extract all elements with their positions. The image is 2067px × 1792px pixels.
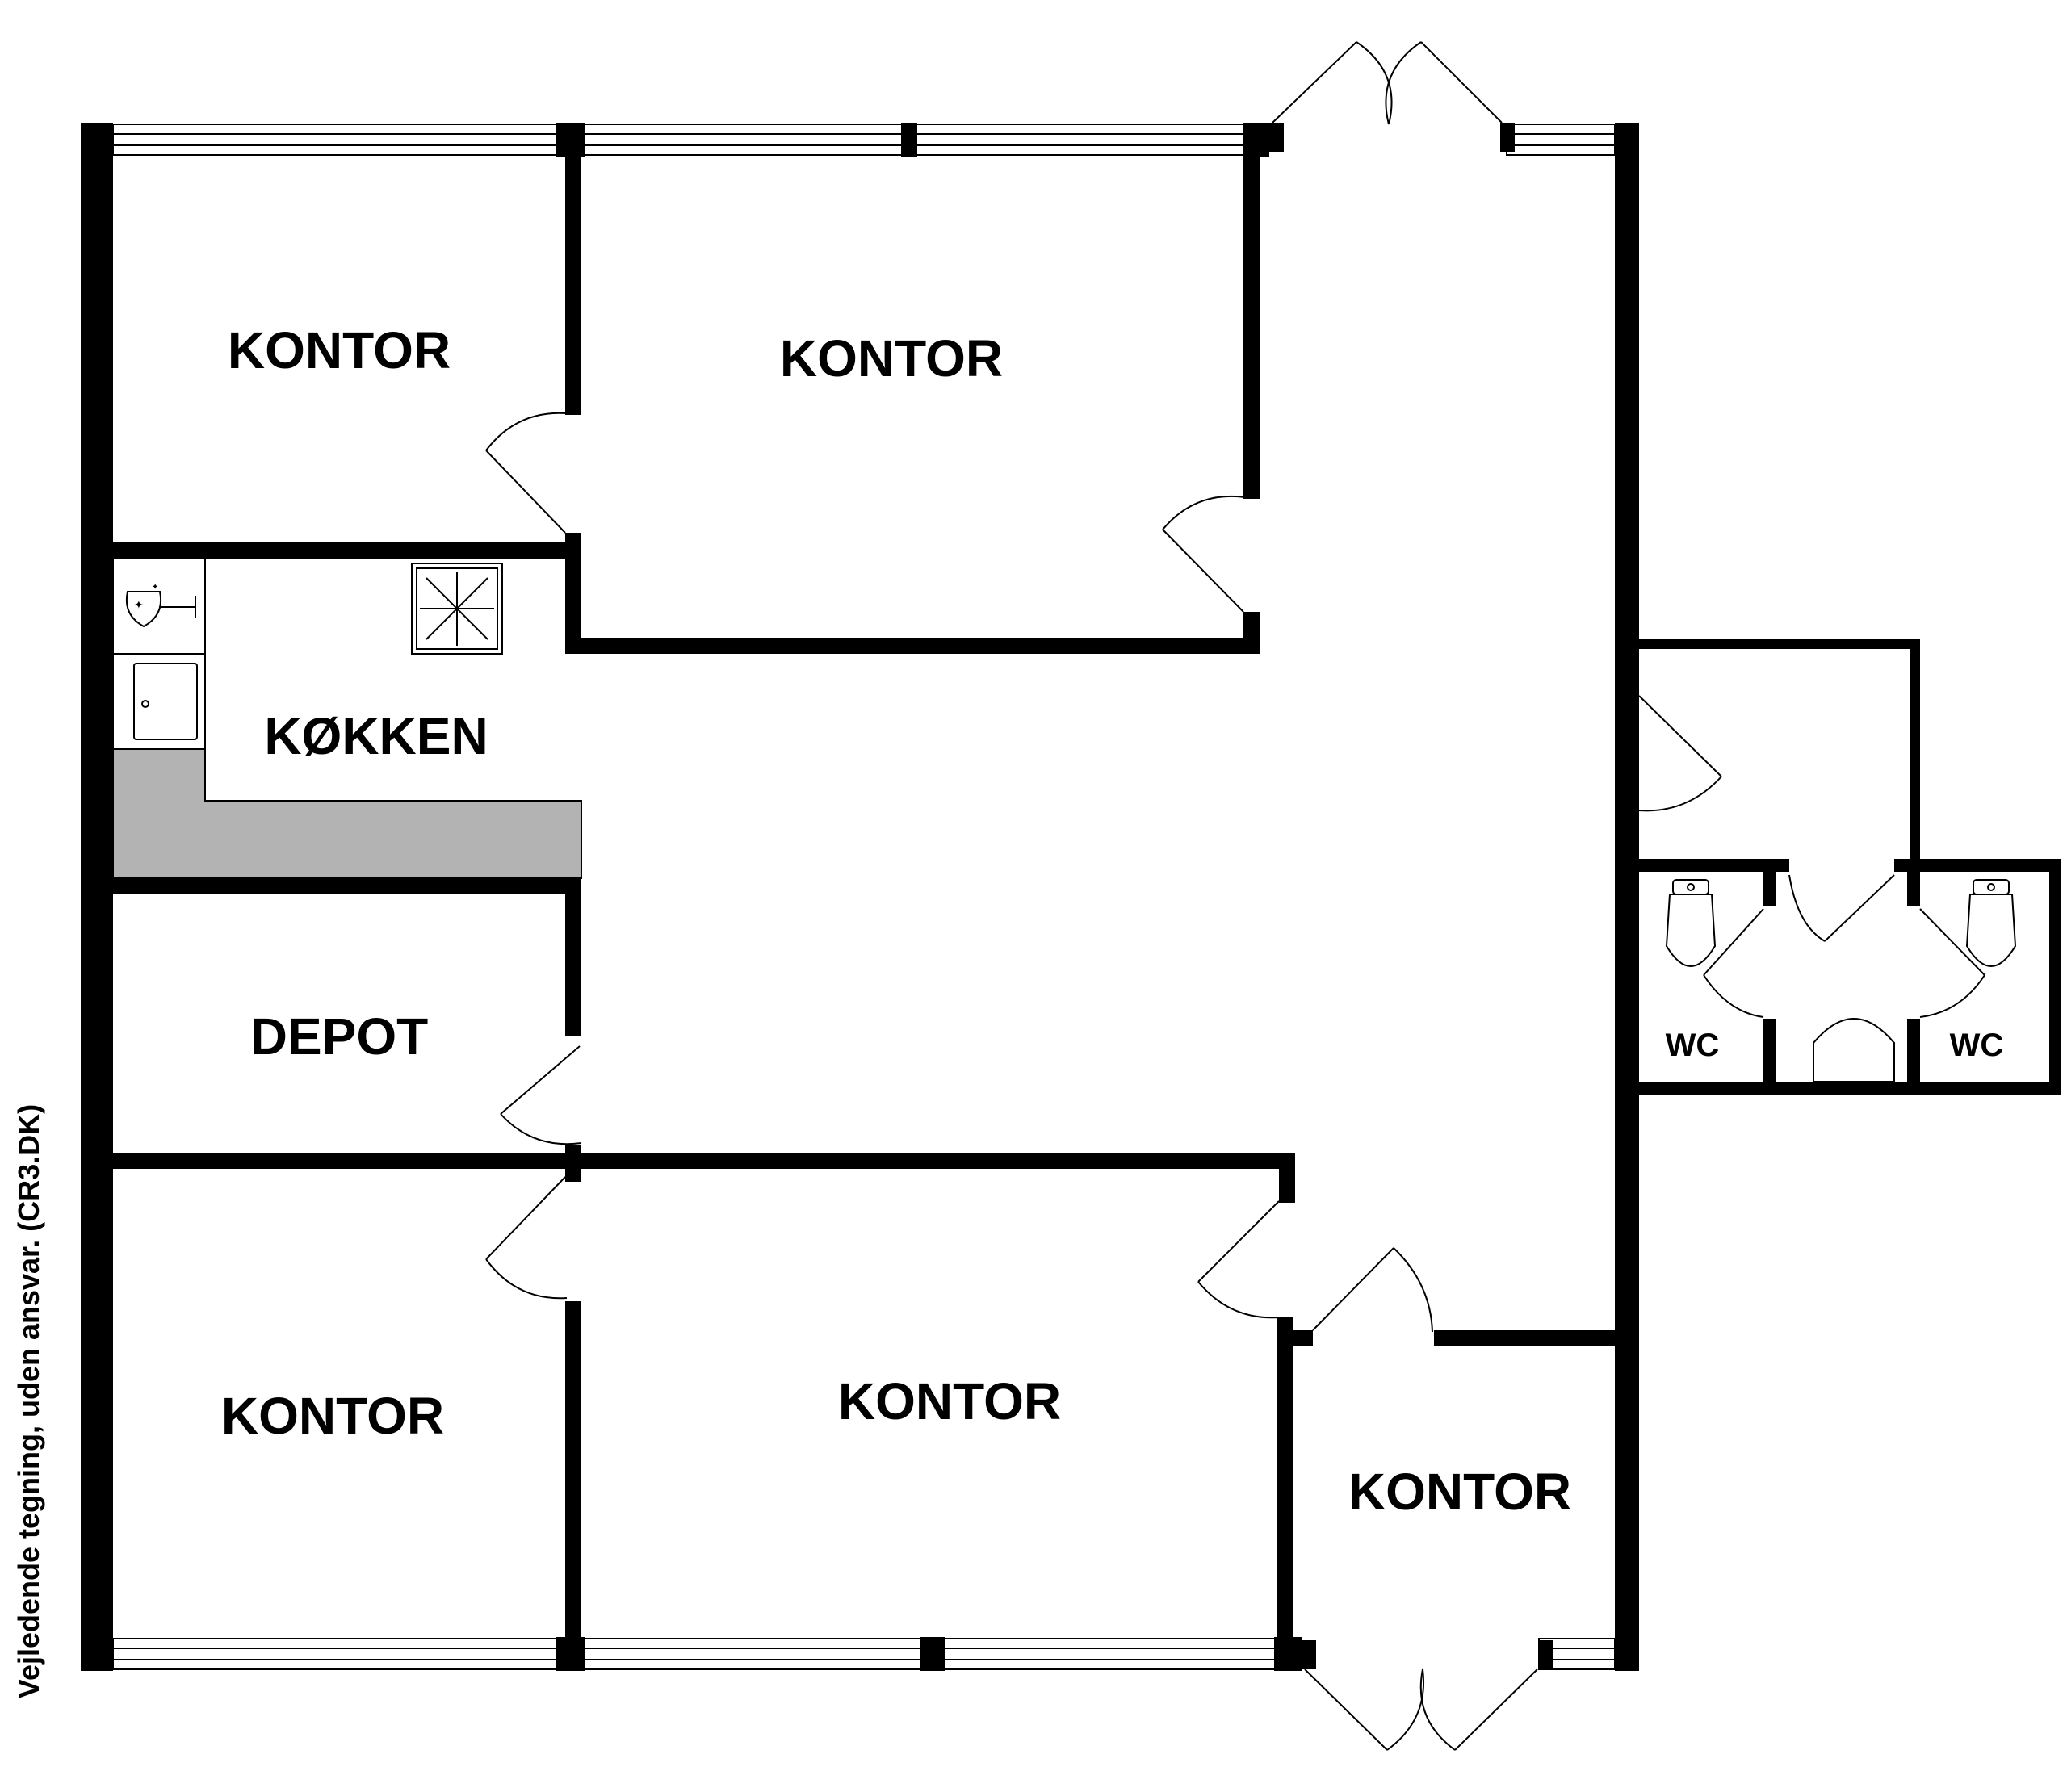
window-icon <box>112 124 563 156</box>
room-label-kitchen: KØKKEN <box>264 707 488 765</box>
room-label-depot: DEPOT <box>250 1007 428 1066</box>
room-label-kontor-top-left: KONTOR <box>228 321 451 379</box>
svg-text:✦: ✦ <box>134 599 144 612</box>
room-label-kontor-bottom-right: KONTOR <box>1348 1463 1571 1521</box>
sink-icon: ✦ ✦ <box>126 583 196 628</box>
room-label-wc-right: WC <box>1950 1028 2004 1063</box>
room-label-kontor-bottom-center: KONTOR <box>838 1372 1061 1430</box>
room-label-wc-left: WC <box>1666 1028 1720 1063</box>
window-icon <box>1506 124 1616 156</box>
interior-walls <box>113 123 1639 1639</box>
toilet-icon <box>1665 879 1717 967</box>
kitchen-counter <box>112 748 582 879</box>
exterior-walls <box>81 123 1639 1671</box>
door-swing-icon <box>485 41 1985 1751</box>
stove-icon <box>411 563 503 655</box>
room-labels: KONTOR KONTOR KØKKEN DEPOT KONTOR KONTOR… <box>221 321 2003 1521</box>
counter-sink-icon <box>133 663 198 740</box>
washbasin-icon <box>1813 1018 1895 1082</box>
svg-text:✦: ✦ <box>152 583 158 592</box>
wc-annex-walls <box>1628 639 2061 1095</box>
disclaimer-text: Vejledende tegning, uden ansvar. (CR3.DK… <box>12 1104 45 1698</box>
window-icon <box>112 1638 563 1670</box>
toilet-icon <box>1965 879 2017 967</box>
room-label-kontor-bottom-left: KONTOR <box>221 1387 444 1445</box>
room-label-kontor-top-center: KONTOR <box>780 329 1003 387</box>
